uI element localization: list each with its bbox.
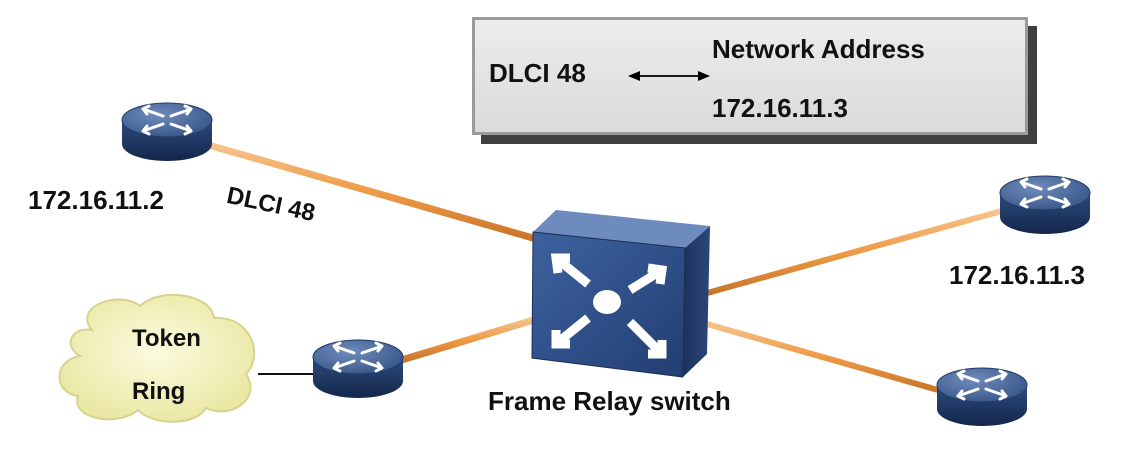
link-bottom-left — [391, 314, 544, 366]
network-address-value: 172.16.11.3 — [712, 93, 848, 123]
router-top-left-ip: 172.16.11.2 — [28, 185, 164, 215]
frame-relay-switch[interactable] — [531, 210, 710, 378]
link-right-top — [697, 207, 1008, 298]
token-ring-label-line1: Token — [132, 325, 201, 352]
token-ring-cloud — [58, 294, 256, 423]
dlci-mapping-box — [472, 17, 1028, 135]
info-dlci-label: DLCI 48 — [489, 58, 586, 88]
frame-relay-switch-label: Frame Relay switch — [488, 386, 731, 416]
network-address-heading: Network Address — [712, 34, 925, 64]
router-right-ip: 172.16.11.3 — [949, 260, 1085, 290]
links — [201, 140, 1008, 395]
switch-arrows-icon — [550, 253, 668, 359]
link-top-left — [201, 140, 544, 244]
switch-center-dot — [593, 290, 621, 314]
token-ring-label-line2: Ring — [132, 378, 186, 405]
link-right-bottom — [697, 319, 948, 395]
